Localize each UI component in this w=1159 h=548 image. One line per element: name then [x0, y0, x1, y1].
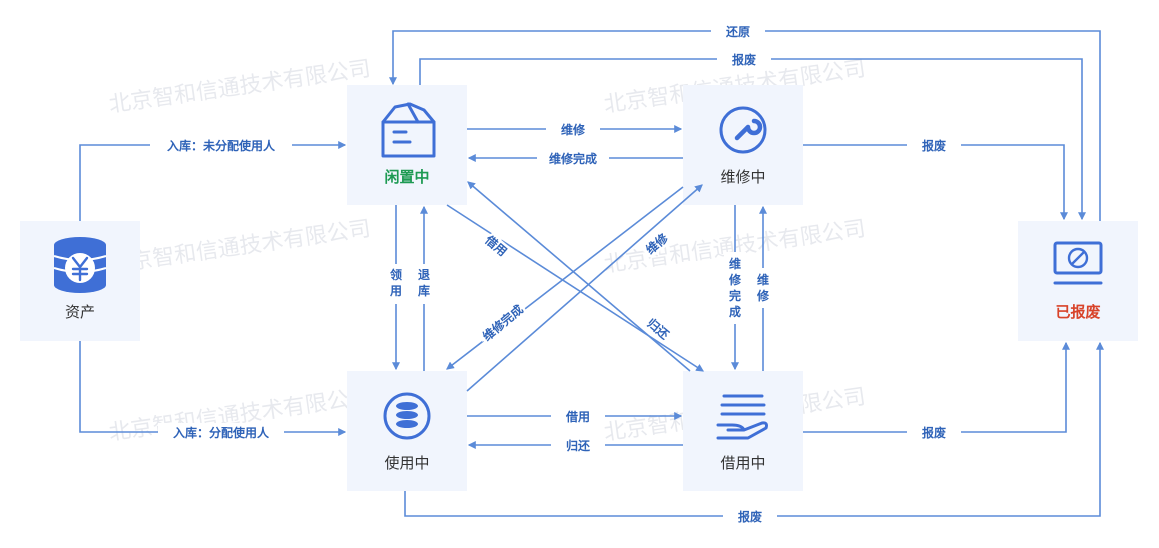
- edge-label-return-bottom: 归还: [566, 438, 591, 453]
- flow-scrap-repair: [803, 144, 1068, 221]
- node-scrapped-box: [1018, 221, 1138, 341]
- scrap-monitor-icon: [1053, 241, 1103, 285]
- wrench-circle-icon: [719, 106, 767, 154]
- flow-scrap-borrowed: [803, 341, 1070, 433]
- edge-label-repair-done-top: 维修完成: [549, 151, 597, 166]
- database-circle-icon: [383, 392, 431, 440]
- flow-borrow-diag: [446, 204, 705, 372]
- edge-label-restore: 还原: [725, 24, 750, 39]
- edge-label-repair-done-vertical: 维修完成: [728, 256, 742, 319]
- flow-return-diag: [467, 181, 691, 372]
- node-label-idle: 闲置中: [384, 168, 429, 186]
- edge-label-scrap-idle: 报废: [732, 52, 756, 67]
- edge-label-scrap-borrowed: 报废: [922, 425, 946, 440]
- edge-label-return-stock: 退库: [418, 268, 430, 298]
- edge-label-store-unassigned: 入库：未分配使用人: [167, 138, 276, 153]
- node-label-borrowed: 借用中: [720, 454, 765, 472]
- node-label-asset: 资产: [65, 303, 95, 321]
- flow-store-unassigned: [79, 141, 347, 221]
- box-house-icon: [381, 102, 436, 158]
- node-label-repair: 维修中: [720, 168, 765, 186]
- edge-label-scrap-repair: 报废: [922, 138, 946, 153]
- edge-label-borrow-bottom: 借用: [565, 409, 590, 424]
- edge-label-repair-done-diag: 维修完成: [479, 301, 525, 343]
- node-label-in-use: 使用中: [384, 454, 429, 472]
- flow-repair-done-diag: [446, 186, 684, 370]
- edge-label-repair-top: 维修: [561, 122, 586, 137]
- edge-label-repair-vertical: 维修: [756, 272, 770, 303]
- edge-label-borrow-diag: 借用: [482, 232, 511, 260]
- edge-labels: 还原 报废 入库：未分配使用人 入库：分配使用人 维修 维修完成 报废 领用 退…: [150, 22, 961, 525]
- edge-label-store-assigned: 入库：分配使用人: [173, 425, 270, 440]
- node-label-scrapped: 已报废: [1055, 303, 1100, 321]
- node-repair-box: [683, 85, 803, 205]
- connectors: [79, 30, 1104, 517]
- watermark: 北京智和信通技术有限公司: [107, 56, 372, 118]
- watermark: 北京智和信通技术有限公司: [107, 216, 372, 278]
- flow-repair-diag: [466, 184, 703, 392]
- edge-label-scrap-bottom: 报废: [738, 509, 762, 524]
- coin-stack-yen-icon: [53, 237, 107, 293]
- node-in-use-box: [347, 371, 467, 491]
- hand-documents-icon: [716, 394, 768, 440]
- edge-label-return-diag: 归还: [644, 315, 673, 343]
- edge-label-receive: 领用: [389, 267, 402, 298]
